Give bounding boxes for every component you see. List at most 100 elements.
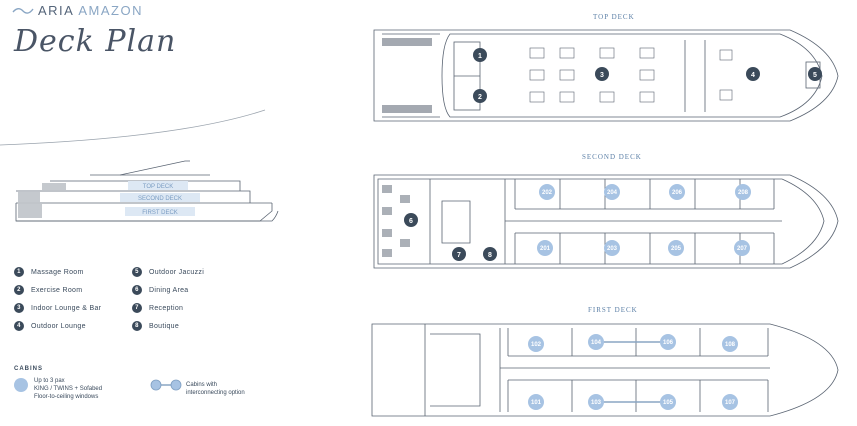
cabin-107[interactable] <box>722 394 738 410</box>
cabin-note-1: Up to 3 pax KING / TWINS + Sofabed Floor… <box>34 377 102 401</box>
marker-2 <box>473 89 487 103</box>
cabin-207[interactable] <box>734 240 750 256</box>
legend-label: Indoor Lounge & Bar <box>31 304 102 312</box>
profile-window <box>42 183 66 190</box>
decorative-curve <box>0 109 266 146</box>
cabin-label: 107 <box>725 400 736 406</box>
cabin-label: 101 <box>531 400 542 406</box>
brand-name-b: AMAZON <box>78 3 143 18</box>
marker-5 <box>808 67 822 81</box>
cabin-note-line: Cabins with <box>186 382 218 388</box>
brand-name-a: ARIA <box>38 3 75 18</box>
profile-label-second: SECOND DECK <box>138 196 182 202</box>
cabin-note-2: Cabins with interconnecting option <box>186 381 245 397</box>
marker-label-5: 5 <box>813 72 817 79</box>
ship-profile: TOP DECK SECOND DECK FIRST DECK <box>15 160 279 222</box>
marker-3 <box>595 67 609 81</box>
profile-label-first: FIRST DECK <box>142 210 178 216</box>
marker-label-8: 8 <box>488 252 492 259</box>
marker-label-1: 1 <box>478 53 482 60</box>
legend-marker: 7 <box>132 303 142 313</box>
profile-label-top: TOP DECK <box>143 184 173 190</box>
legend-marker: 5 <box>132 267 142 277</box>
cabin-105[interactable] <box>660 394 676 410</box>
legend-item: 8 Boutique <box>132 321 179 331</box>
cabin-label: 108 <box>725 342 736 348</box>
profile-window <box>18 204 42 218</box>
cabin-circle-icon <box>14 378 28 392</box>
profile-highlight-top <box>128 181 188 190</box>
legend-marker: 3 <box>14 303 24 313</box>
legend-label: Boutique <box>149 322 180 330</box>
legend-label: Outdoor Jacuzzi <box>149 268 205 276</box>
cabin-203[interactable] <box>604 240 620 256</box>
legend-item: 1 Massage Room <box>14 267 84 277</box>
cabin-label: 102 <box>531 342 542 348</box>
cabin-note-line: KING / TWINS + Sofabed <box>34 386 103 392</box>
cabin-201[interactable] <box>537 240 553 256</box>
legend-item: 5 Outdoor Jacuzzi <box>132 267 204 277</box>
cabin-205[interactable] <box>668 240 684 256</box>
legend-marker: 6 <box>132 285 142 295</box>
cabin-label: 103 <box>591 400 602 406</box>
cabin-101[interactable] <box>528 394 544 410</box>
marker-7 <box>452 247 466 261</box>
marker-label-7: 7 <box>457 252 461 259</box>
cabins-title: CABINS <box>14 366 44 372</box>
marker-1 <box>473 48 487 62</box>
profile-highlight-first <box>125 207 195 216</box>
cabin-label: 105 <box>663 400 674 406</box>
legend-label: Exercise Room <box>31 286 83 294</box>
cabin-202[interactable] <box>539 184 555 200</box>
cabin-note-line: Floor-to-ceiling windows <box>34 394 99 400</box>
brand-logo: ARIA AMAZON <box>12 3 143 18</box>
cabin-label: 206 <box>672 190 683 196</box>
cabin-108[interactable] <box>722 336 738 352</box>
legend-label: Massage Room <box>31 268 84 276</box>
cabin-206[interactable] <box>669 184 685 200</box>
cabin-label: 203 <box>607 246 618 252</box>
cabin-103[interactable] <box>588 394 604 410</box>
legend-item: 7 Reception <box>132 303 183 313</box>
cabin-204[interactable] <box>604 184 620 200</box>
marker-label-6: 6 <box>409 218 413 225</box>
cabin-label: 104 <box>591 340 602 346</box>
legend-marker: 4 <box>14 321 24 331</box>
legend-marker: 8 <box>132 321 142 331</box>
marker-label-4: 4 <box>751 72 755 79</box>
legend-label: Dining Area <box>149 286 189 294</box>
page-heading: Deck Plan <box>14 24 177 59</box>
deck-title-second: SECOND DECK <box>582 153 642 161</box>
cabin-label: 106 <box>663 340 674 346</box>
cabin-label: 208 <box>738 190 749 196</box>
profile-window <box>18 192 40 202</box>
legend-item: 4 Outdoor Lounge <box>14 321 86 331</box>
legend-label: Outdoor Lounge <box>31 322 86 330</box>
marker-4 <box>746 67 760 81</box>
cabin-104[interactable] <box>588 334 604 350</box>
cabin-102[interactable] <box>528 336 544 352</box>
profile-highlight-second <box>120 193 200 202</box>
interconnect-icon <box>150 379 182 391</box>
cabin-208[interactable] <box>735 184 751 200</box>
wave-icon <box>12 7 34 14</box>
cabin-label: 204 <box>607 190 618 196</box>
second-deck-plan: 202 204 206 208 201 203 205 207 6 7 8 <box>373 174 839 269</box>
legend-item: 2 Exercise Room <box>14 285 82 295</box>
first-deck-plan: 102 104 106 108 101 103 105 107 <box>371 323 839 417</box>
legend-marker: 1 <box>14 267 24 277</box>
marker-label-2: 2 <box>478 94 482 101</box>
legend: 1 Massage Room 2 Exercise Room 3 Indoor Lou… <box>14 267 314 342</box>
legend-item: 6 Dining Area <box>132 285 189 295</box>
deck-title-first: FIRST DECK <box>588 306 638 314</box>
marker-label-3: 3 <box>600 72 604 79</box>
cabin-label: 202 <box>542 190 553 196</box>
marker-6 <box>404 213 418 227</box>
legend-label: Reception <box>149 304 184 312</box>
legend-item: 3 Indoor Lounge & Bar <box>14 303 101 313</box>
deck-title-top: TOP DECK <box>593 13 635 21</box>
legend-marker: 2 <box>14 285 24 295</box>
cabin-106[interactable] <box>660 334 676 350</box>
cabin-label: 205 <box>671 246 682 252</box>
cabin-note-line: interconnecting option <box>186 390 245 396</box>
